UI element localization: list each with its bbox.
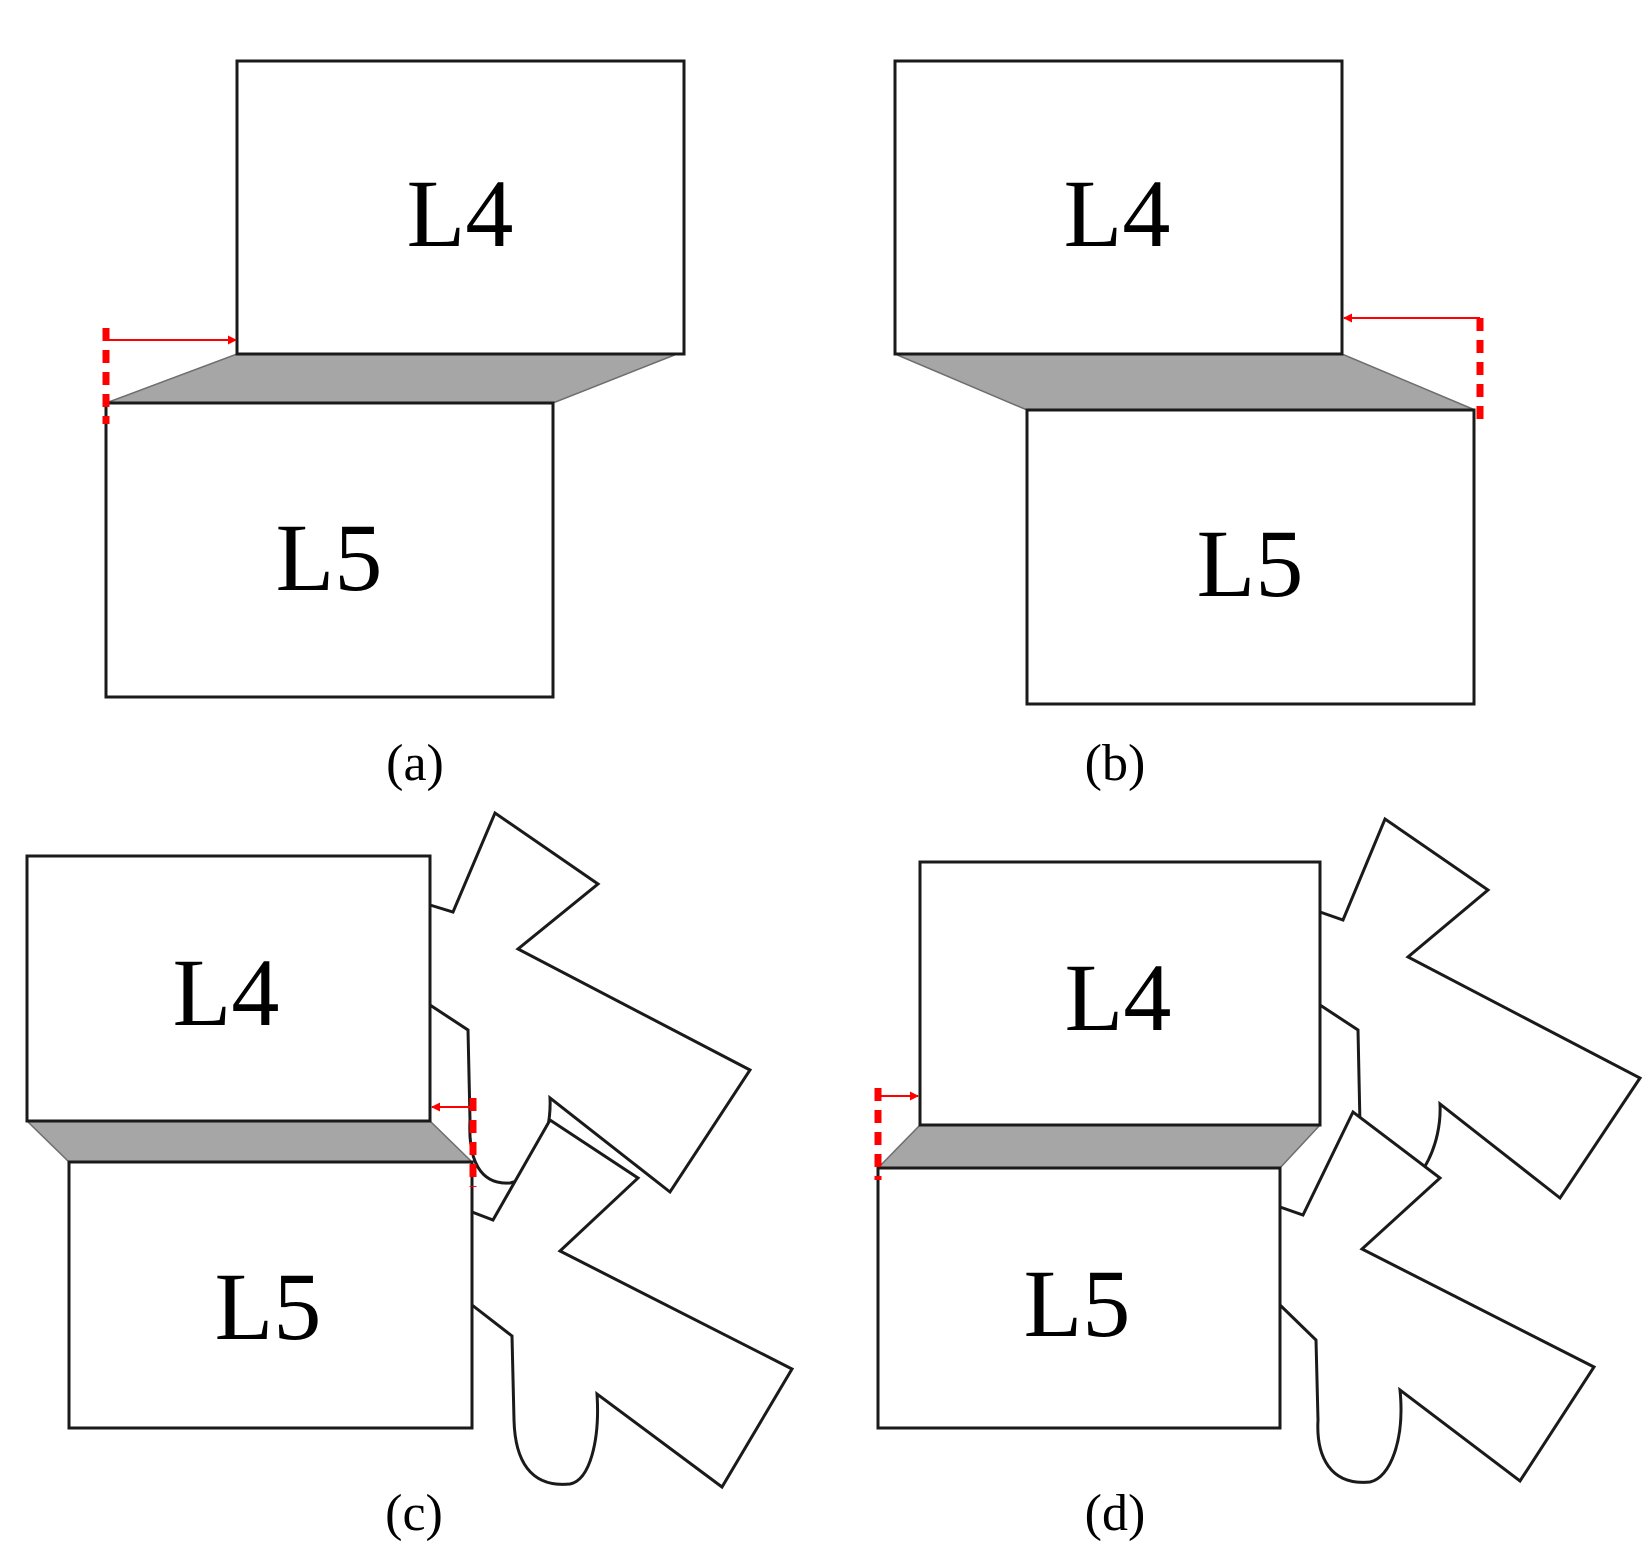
vertebra-l5-label: L5 [276, 504, 383, 611]
l5-posterior-element [471, 1117, 795, 1490]
panel-c: L4 L5 (c) [25, 810, 795, 1542]
panel-caption: (d) [1085, 1485, 1146, 1542]
vertebra-l5-label: L5 [1024, 1250, 1131, 1357]
vertebra-l5 [104, 401, 555, 699]
intervertebral-disc [876, 1124, 1322, 1169]
vertebra-l4-label: L4 [1064, 160, 1171, 267]
vertebra-l5 [1025, 408, 1476, 706]
vertebra-l5 [876, 1166, 1282, 1430]
panel-b: L4 L5 (b) [893, 59, 1484, 792]
intervertebral-disc [894, 353, 1476, 411]
vertebra-l4 [918, 860, 1322, 1127]
panel-caption: (a) [386, 735, 444, 792]
l4-posterior-element [429, 810, 753, 1195]
vertebra-l4 [25, 854, 432, 1123]
vertebra-l5 [67, 1160, 474, 1430]
vertebra-l4-label: L4 [1065, 944, 1172, 1051]
vertebra-l4-label: L4 [173, 939, 280, 1046]
intervertebral-disc [25, 1120, 474, 1163]
panel-caption: (c) [385, 1485, 443, 1542]
vertebra-l4-label: L4 [407, 160, 514, 267]
panel-a: L4 L5 (a) [102, 59, 686, 792]
panel-caption: (b) [1085, 735, 1146, 792]
panel-d: L4 L5 (d) [874, 816, 1643, 1542]
vertebra-l5-label: L5 [1197, 510, 1304, 617]
vertebra-l4 [235, 59, 686, 356]
vertebra-l5-label: L5 [215, 1253, 322, 1360]
vertebra-l4 [893, 59, 1344, 356]
intervertebral-disc [105, 353, 678, 404]
l5-posterior-element [1278, 1109, 1597, 1484]
